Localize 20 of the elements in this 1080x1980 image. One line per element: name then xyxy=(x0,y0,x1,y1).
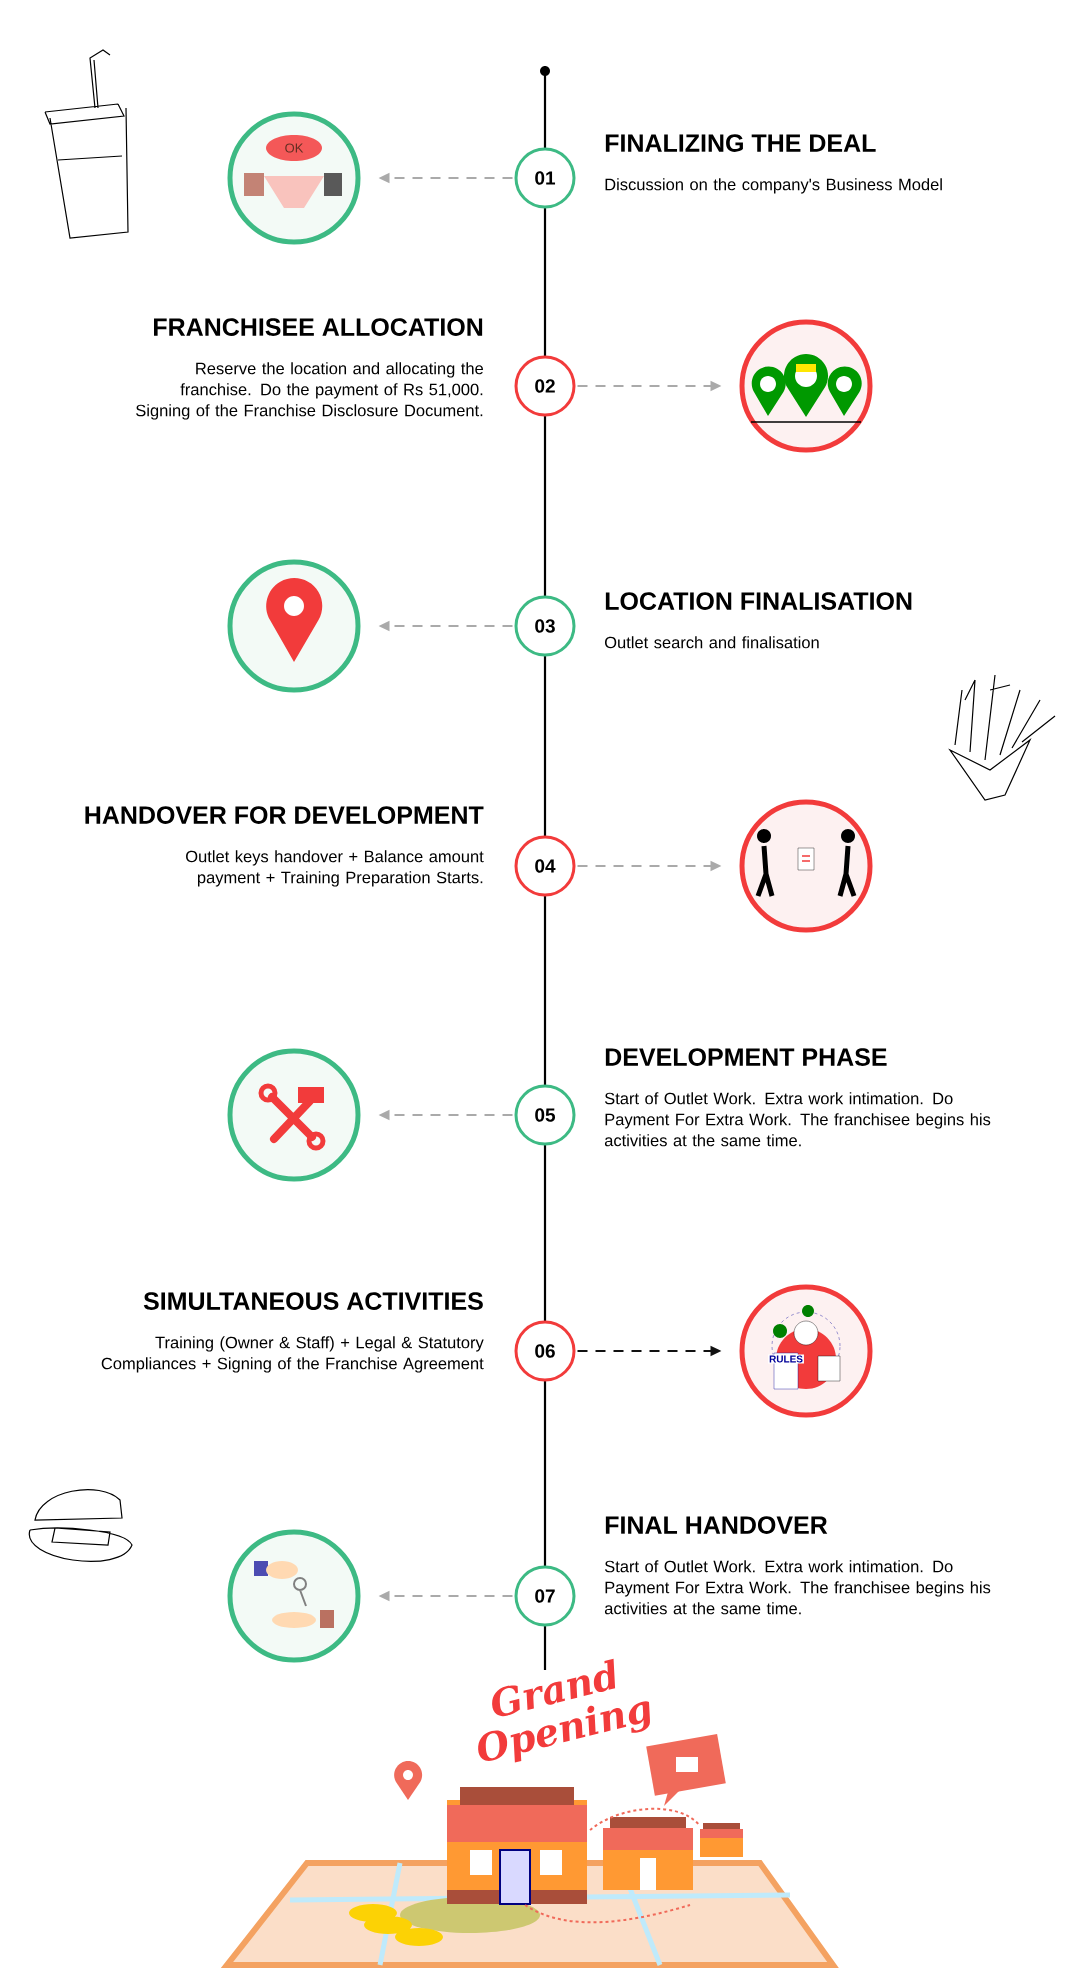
sign-text: RULES xyxy=(768,1354,804,1364)
step-heading: FRANCHISEE ALLOCATION xyxy=(154,318,483,336)
icon-circle xyxy=(227,1048,361,1182)
step-heading: HANDOVER FOR DEVELOPMENT xyxy=(85,806,484,824)
step-heading: LOCATION FINALISATION xyxy=(605,592,912,610)
icon-circle xyxy=(739,799,873,933)
speech-bubble-text: OK xyxy=(285,143,304,153)
grand-opening-lettering: Grand Opening xyxy=(478,1658,650,1763)
step-heading: DEVELOPMENT PHASE xyxy=(605,1048,887,1066)
step-heading: FINAL HANDOVER xyxy=(605,1516,828,1534)
step-description: Outlet keys handover + Balance amount payment + Training Preparation Starts. xyxy=(186,850,484,887)
step-heading: FINALIZING THE DEAL xyxy=(605,134,876,152)
step-description: Start of Outlet Work. Extra work intimation. Do Payment For Extra Work. The franchisee begins his activities at the same time. xyxy=(604,1092,991,1147)
step-heading: SIMULTANEOUS ACTIVITIES xyxy=(143,1292,483,1310)
step-description: Start of Outlet Work. Extra work intimation. Do Payment For Extra Work. The franchisee begins his activities at the same time. xyxy=(604,1560,991,1615)
step-description: Training (Owner & Staff) + Legal & Statutory Compliances + Signing of the Franchise Agreement xyxy=(101,1336,484,1373)
step-description: Outlet search and finalisation xyxy=(605,636,819,649)
icon-circle xyxy=(227,1529,361,1663)
step-description: Discussion on the company's Business Model xyxy=(605,178,942,194)
step-description: Reserve the location and allocating the franchise. Do the payment of Rs 51,000. Signing of the Franchise Disclosure Document. xyxy=(136,362,483,420)
